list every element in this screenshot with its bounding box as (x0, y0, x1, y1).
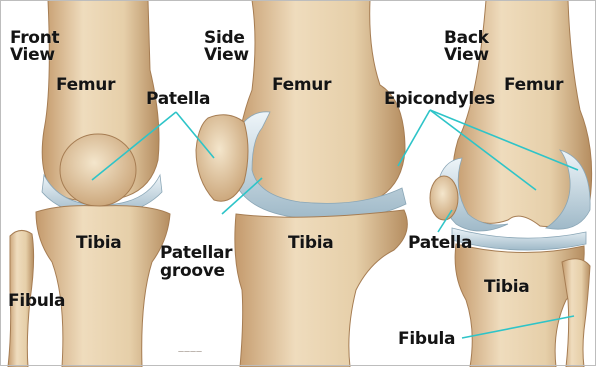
front-fibula-label: Fibula (8, 292, 65, 310)
patella-back-label: Patella (408, 234, 472, 252)
front-view-label: Front View (10, 30, 70, 64)
back-fibula-label: Fibula (398, 330, 455, 348)
back-view-label: Back View (444, 30, 494, 64)
patellar-groove-label: Patellar groove (160, 244, 250, 280)
front-patella-bone (60, 134, 136, 206)
side-patella-bone (196, 115, 248, 201)
back-patella-bone (430, 176, 458, 220)
side-femur-bone (236, 0, 405, 207)
front-tibia-bone (36, 206, 170, 367)
front-tibia-label: Tibia (76, 234, 121, 252)
illustration-credit: ———— (178, 348, 202, 355)
side-femur-label: Femur (272, 76, 331, 94)
side-tibia-label: Tibia (288, 234, 333, 252)
side-view-label: Side View (204, 30, 256, 64)
back-femur-label: Femur (504, 76, 563, 94)
epicondyles-label: Epicondyles (384, 90, 495, 108)
front-femur-label: Femur (56, 76, 115, 94)
back-fibula-bone (562, 259, 590, 367)
patella-front-label: Patella (146, 90, 210, 108)
back-tibia-label: Tibia (484, 278, 529, 296)
